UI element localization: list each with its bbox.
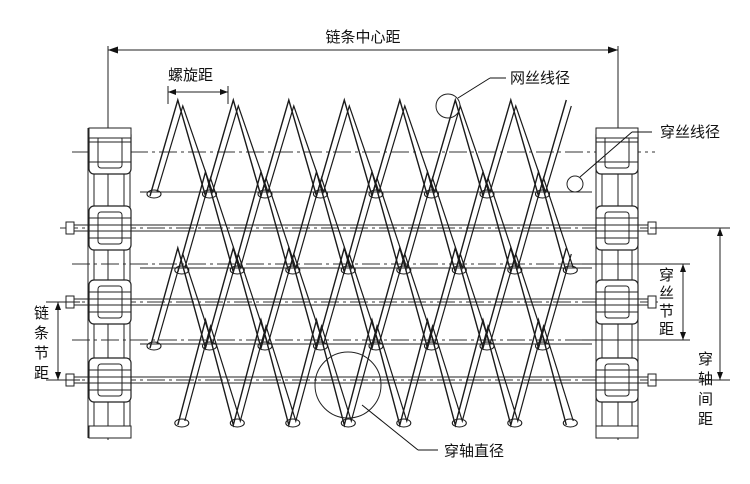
helix-pitch-dimension: 螺旋距	[167, 66, 229, 104]
mesh-spirals	[140, 97, 592, 428]
shaft-end-nut	[647, 295, 657, 309]
chain-link-plate	[595, 279, 639, 325]
mesh-spiral-back	[184, 323, 574, 424]
chain-link-plate	[88, 279, 132, 325]
chain-rollers	[88, 127, 639, 439]
chain-roller	[604, 285, 630, 319]
chain-link-plate	[595, 357, 639, 403]
chain-pitch-label: 链条节距	[34, 304, 49, 382]
chain-center-distance-label: 链条中心距	[325, 28, 400, 46]
wire-loop	[285, 418, 301, 428]
wire-loop	[534, 189, 551, 199]
shaft-end-nut	[65, 221, 75, 235]
cross-wire-pitch-dimension: 穿丝节距	[582, 263, 690, 341]
wire-loop	[146, 341, 162, 351]
mesh-wire-diameter-callout: 网丝线径	[435, 69, 570, 119]
mesh-spiral-front	[149, 97, 567, 199]
shaft-diameter-label: 穿轴直径	[444, 442, 504, 460]
chain-link-plate	[88, 357, 132, 403]
mesh-spiral-front	[177, 169, 567, 275]
chain-roller	[97, 285, 123, 319]
wire-loop	[479, 189, 495, 199]
cross-wire-diameter-callout: 穿丝线径	[566, 123, 720, 193]
chain-end	[88, 425, 132, 439]
helix-pitch-label: 螺旋距	[168, 66, 213, 84]
wire-loop	[396, 418, 412, 428]
cross-wire-diameter-label: 穿丝线径	[660, 123, 720, 141]
wire-loop	[340, 418, 356, 428]
wire-loop	[229, 265, 245, 275]
shaft-diameter-callout: 穿轴直径	[314, 351, 504, 460]
wire-loop	[201, 189, 218, 199]
wire-loop	[562, 418, 578, 428]
chain-roller	[604, 211, 630, 245]
mesh-spiral-front	[177, 317, 567, 428]
shaft-spacing-label: 穿轴间距	[698, 350, 713, 428]
chain-end	[595, 127, 639, 139]
chain-roller	[97, 363, 123, 397]
wire-loop	[562, 265, 578, 275]
wire-loop	[229, 418, 245, 428]
wire-loop	[174, 265, 190, 275]
wire-loop	[423, 189, 440, 199]
cross-wire-pitch-label: 穿丝节距	[659, 266, 674, 338]
mesh-wire-diameter-label: 网丝线径	[510, 69, 570, 87]
chain-link-plate	[88, 205, 132, 251]
wire-loop	[312, 189, 329, 199]
wire-loop	[174, 418, 190, 428]
wire-loop	[507, 265, 523, 275]
chain-link-plate	[595, 205, 639, 251]
chain-pitch-dimension: 链条节距	[34, 301, 80, 382]
mesh-spiral-front	[149, 245, 567, 351]
mesh-spiral-back	[156, 251, 572, 347]
wire-loop	[257, 189, 273, 199]
wire-loop	[451, 265, 467, 275]
wire-loop	[340, 265, 356, 275]
wire-loop	[451, 418, 467, 428]
mesh-spiral-back	[156, 104, 572, 194]
shaft-spacing-dimension: 穿轴间距	[650, 227, 730, 428]
wire-loop	[507, 418, 523, 428]
mesh-spiral-back	[184, 175, 574, 271]
wire-loop	[146, 189, 162, 199]
chain-roller	[604, 363, 630, 397]
wire-loop	[285, 265, 301, 275]
chain-end	[595, 425, 639, 439]
wire-loop	[396, 265, 412, 275]
wire-loop	[368, 189, 384, 199]
chain-end	[88, 127, 132, 139]
chain-roller	[97, 211, 123, 245]
